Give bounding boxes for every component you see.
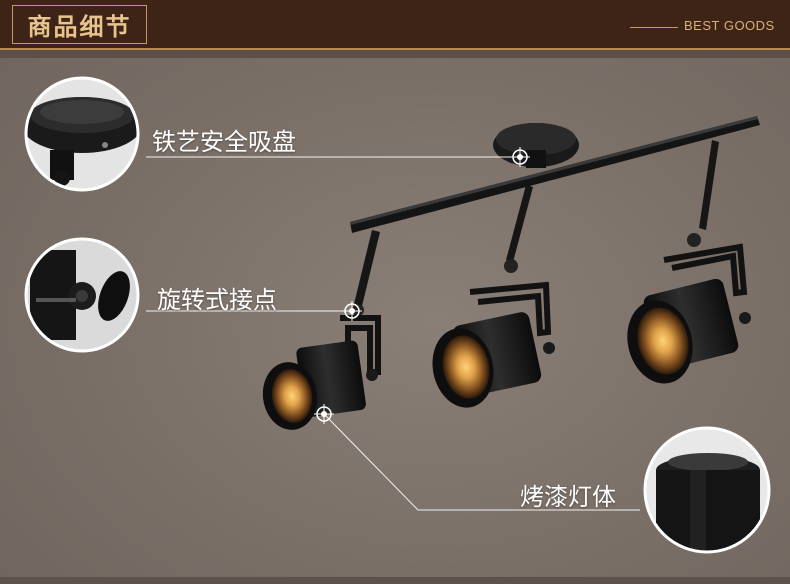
ceiling-mount xyxy=(493,123,579,168)
brand-divider-line xyxy=(630,27,678,28)
callout-lamp-body: 烤漆灯体 xyxy=(520,483,616,511)
spotlight-right xyxy=(627,140,751,384)
callout-ceiling-mount: 铁艺安全吸盘 xyxy=(152,128,296,156)
header-shadow-band xyxy=(0,50,790,58)
callout-leader-lines xyxy=(146,156,640,511)
rotating-joint-detail-icon xyxy=(24,237,140,353)
brand-tagline: BEST GOODS xyxy=(684,18,775,33)
crosshair-marker-icon xyxy=(342,301,362,321)
callout-rotating-joint: 旋转式接点 xyxy=(157,286,277,314)
spotlight-left xyxy=(262,230,381,430)
footer-band xyxy=(0,577,790,584)
section-header: 商品细节 BEST GOODS xyxy=(0,0,790,50)
section-title-box: 商品细节 xyxy=(12,5,147,44)
painted-lamp-body-detail-icon xyxy=(643,426,771,554)
crosshair-marker-icon xyxy=(314,404,334,424)
ceiling-mount-detail-icon xyxy=(24,76,140,192)
section-title: 商品细节 xyxy=(27,13,132,41)
track-rail xyxy=(350,116,760,233)
spotlight-middle xyxy=(432,185,555,408)
crosshair-marker-icon xyxy=(510,147,530,167)
